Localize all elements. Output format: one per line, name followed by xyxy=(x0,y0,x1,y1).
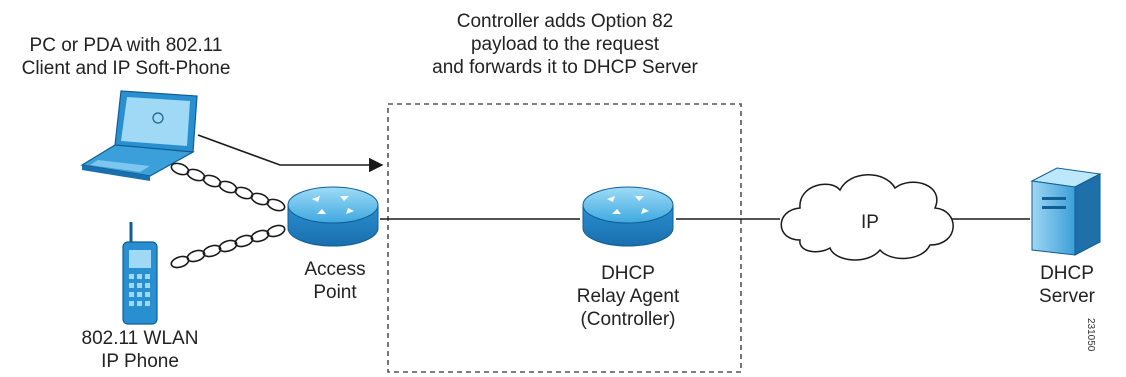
dhcp-server-line-1: DHCP xyxy=(1040,263,1094,284)
relay-agent-label: DHCP Relay Agent (Controller) xyxy=(548,262,708,331)
dhcp-server-line-2: Server xyxy=(1039,286,1095,307)
client-label-line-2: Client and IP Soft-Phone xyxy=(21,58,231,79)
wlan-phone-label: 802.11 WLAN IP Phone xyxy=(50,327,230,373)
relay-agent-line-1: DHCP xyxy=(601,263,655,284)
wlan-phone-line-1: 802.11 WLAN xyxy=(81,328,199,349)
router-icon xyxy=(287,186,379,247)
access-point-line-2: Point xyxy=(313,282,357,303)
client-label-line-1: PC or PDA with 802.11 xyxy=(29,35,223,56)
client-device-label: PC or PDA with 802.11 Client and IP Soft… xyxy=(0,34,252,80)
wireless-signal-icon xyxy=(170,162,286,212)
access-point-line-1: Access xyxy=(304,259,366,280)
wlan-phone-line-2: IP Phone xyxy=(101,351,179,372)
figure-id-label: 231050 xyxy=(1085,318,1096,352)
wireless-signal-icon xyxy=(170,224,286,269)
router-icon xyxy=(582,186,674,247)
controller-note-line-2: payload to the request xyxy=(470,34,660,55)
controller-boundary-box xyxy=(387,103,742,373)
dhcp-server-label: DHCP Server xyxy=(1020,262,1114,308)
laptop-icon xyxy=(80,90,198,181)
controller-note-label: Controller adds Option 82 payload to the… xyxy=(380,10,750,79)
controller-note-line-3: and forwards it to DHCP Server xyxy=(432,57,698,78)
relay-agent-line-2: Relay Agent xyxy=(576,286,680,307)
server-icon xyxy=(1030,167,1102,256)
controller-note-line-1: Controller adds Option 82 xyxy=(456,11,674,32)
request-arrow xyxy=(197,134,384,173)
access-point-label: Access Point xyxy=(283,258,387,304)
relay-agent-line-3: (Controller) xyxy=(580,309,676,330)
cloud-icon xyxy=(780,174,954,261)
ip-phone-icon xyxy=(122,222,158,325)
ip-cloud-label: IP xyxy=(861,212,879,233)
